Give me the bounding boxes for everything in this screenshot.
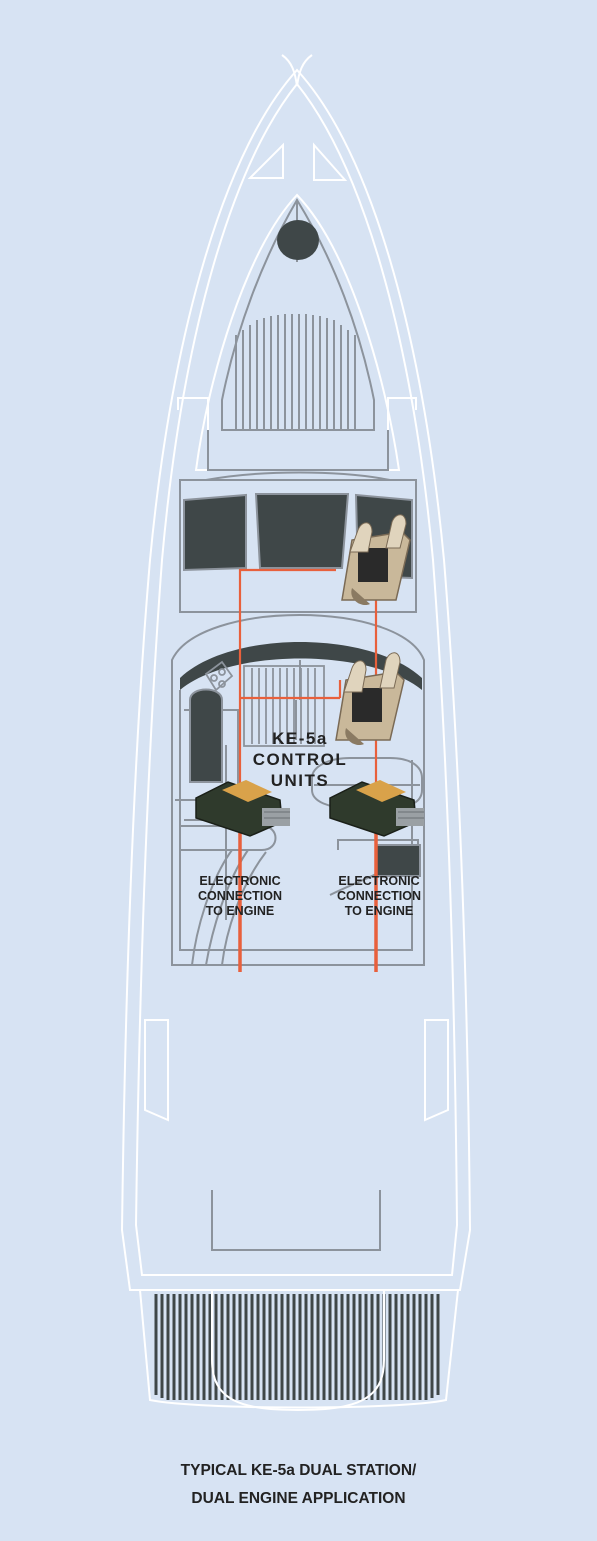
caption-line-2: DUAL ENGINE APPLICATION	[0, 1485, 597, 1513]
foredeck-hatch	[277, 220, 319, 260]
swim-platform	[156, 1294, 438, 1400]
aft-hatch	[376, 845, 420, 876]
control-units-label: KE-5a CONTROL UNITS	[230, 728, 370, 791]
control-units-label-line-1: KE-5a	[230, 728, 370, 749]
engine-connection-left-line-1: ELECTRONIC	[180, 874, 300, 889]
caption-line-1: TYPICAL KE-5a DUAL STATION/	[0, 1457, 597, 1485]
foredeck-sunpad	[236, 314, 355, 430]
engine-connection-right-line-3: TO ENGINE	[319, 904, 439, 919]
engine-connection-left-line-2: CONNECTION	[180, 889, 300, 904]
engine-connection-right-line-2: CONNECTION	[319, 889, 439, 904]
control-units-label-line-3: UNITS	[230, 770, 370, 791]
engine-connection-left-line-3: TO ENGINE	[180, 904, 300, 919]
engine-connection-label-right: ELECTRONIC CONNECTION TO ENGINE	[319, 874, 439, 919]
transom-step	[212, 1290, 384, 1410]
control-units-label-line-2: CONTROL	[230, 749, 370, 770]
engine-connection-right-line-1: ELECTRONIC	[319, 874, 439, 889]
companionway-door	[190, 690, 222, 783]
diagram-caption: TYPICAL KE-5a DUAL STATION/ DUAL ENGINE …	[0, 1457, 597, 1513]
engine-connection-label-left: ELECTRONIC CONNECTION TO ENGINE	[180, 874, 300, 919]
